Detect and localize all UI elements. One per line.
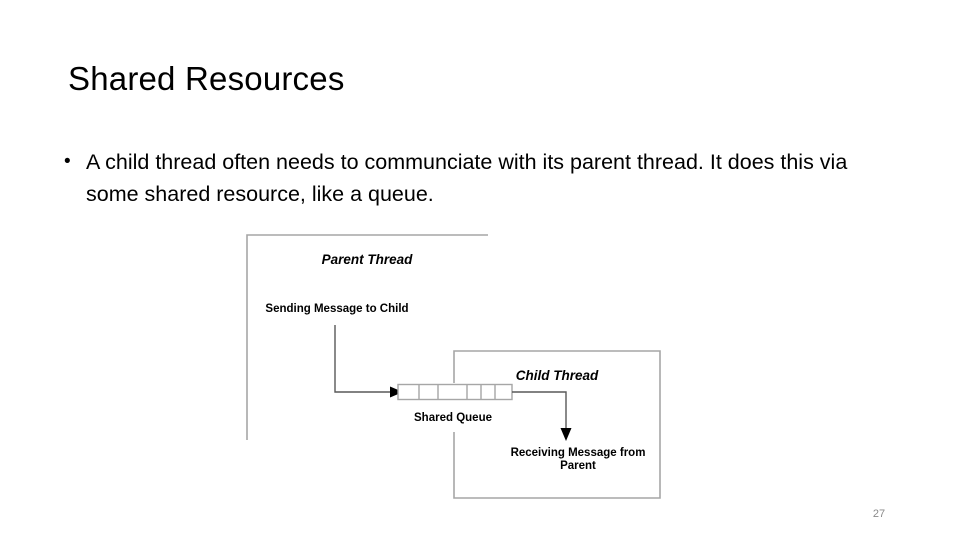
child-thread-box xyxy=(453,350,661,499)
parent-thread-label: Parent Thread xyxy=(322,252,414,267)
parent-thread-box xyxy=(246,234,488,440)
receiving-message-label-line2: Parent xyxy=(560,460,596,472)
list-item: • A child thread often needs to communci… xyxy=(64,146,894,210)
bullet-text: A child thread often needs to communciat… xyxy=(86,150,848,206)
child-thread-label: Child Thread xyxy=(516,368,599,383)
parent-to-queue-connector xyxy=(334,325,403,398)
shared-queue xyxy=(397,383,513,401)
shared-queue-label: Shared Queue xyxy=(414,412,492,424)
bullet-marker-icon: • xyxy=(64,151,71,172)
queue-to-child-connector xyxy=(512,391,572,441)
sending-message-label: Sending Message to Child xyxy=(265,303,408,315)
bullet-list: • A child thread often needs to communci… xyxy=(64,146,894,210)
page-number: 27 xyxy=(872,508,886,520)
page-title: Shared Resources xyxy=(68,60,345,97)
receiving-message-label-line1: Receiving Message from xyxy=(511,447,646,459)
